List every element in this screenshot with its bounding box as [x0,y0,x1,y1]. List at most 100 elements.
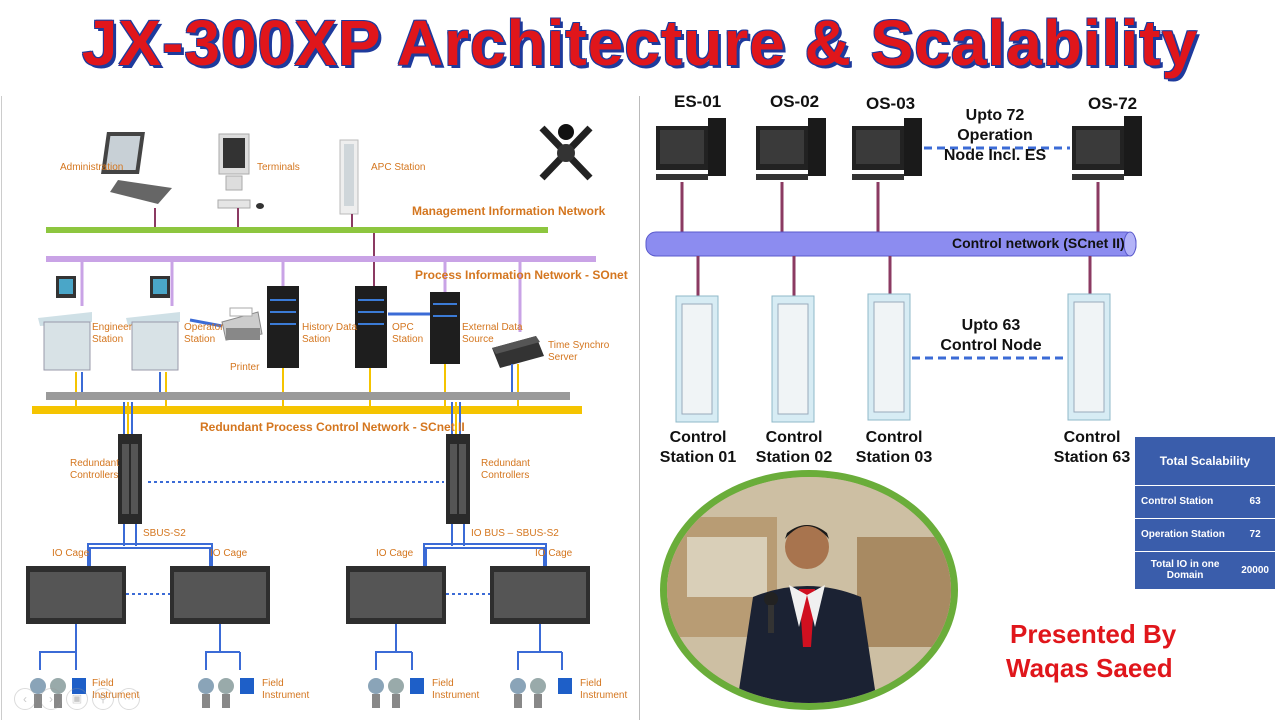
opc-station-label: OPC Station [392,322,423,346]
management-network-line [46,227,548,233]
opc-server-icon [355,286,387,368]
field-instrument-2-line2: Instrument [262,690,310,701]
presenter-line2: Waqas Saeed [1006,653,1173,683]
process-network-label: Process Information Network - SOnet [415,268,628,282]
apc-station-label: APC Station [371,162,426,173]
printer-label: Printer [230,362,260,373]
scalability-header: Total Scalability [1159,453,1251,468]
terminal-icon [217,133,264,209]
operation-node-pc-2-icon [756,118,826,180]
operation-node-pc-3-icon [852,118,922,180]
gray-network-line [46,392,570,400]
opc-station-label-line2: Station [392,334,424,345]
redundant-control-network-label: Redundant Process Control Network - SCne… [200,420,465,434]
field-instrument-label-2: Field Instrument [262,678,309,702]
cs63-line1: Control [1063,429,1121,446]
terminals-label: Terminals [257,162,300,173]
page-title: JX-300XP Architecture & Scalability [81,7,1199,79]
printer-icon [221,307,263,341]
sbus-label: SBUS-S2 [143,528,186,539]
redundant-controller-left-icon [118,434,142,524]
field-instruments-group-2-icon [198,678,254,708]
scalability-row-label: Operation Station [1135,517,1236,551]
field-instrument-3-line1: Field [432,678,454,689]
right-scalability-diagram: ES-01 OS-02 OS-03 OS-72 Upto 72 Operatio… [640,90,1280,720]
right-diagram-graphics [645,116,1142,423]
io-cage-label-3: IO Cage [376,548,414,559]
control-note-line2: Control Node [940,337,1042,354]
cs3-line1: Control [865,429,923,446]
opc-station-label-line1: OPC [392,322,414,333]
redundant-control-network-line [32,406,582,414]
apc-station-icon [339,139,359,215]
fit-icon[interactable]: ▣ [66,688,88,710]
field-instrument-3-line2: Instrument [432,690,480,701]
panel-divider [639,96,640,720]
field-instruments-group-3-icon [368,678,424,708]
operation-note-line2: Node Incl. ES [943,147,1047,164]
scalability-table: Total Scalability Control Station 63 Ope… [1135,437,1275,589]
process-network-line [46,256,596,262]
scalability-row-value: 20000 [1235,550,1275,589]
redundant-controllers-right-line1: Redundant [481,458,530,469]
left-panel-border [1,96,2,720]
time-sync-server-icon [492,336,544,368]
io-cage-label-2: IO Cage [210,548,248,559]
field-instruments-group-4-icon [510,678,572,708]
operation-node-pc-1-icon [656,118,726,180]
control-station-label-3: Control Station 03 [852,428,936,468]
cs1-line1: Control [669,429,727,446]
presenter-photo-art [667,477,951,703]
left-diagram-graphics [26,124,596,708]
node-label-os72: OS-72 [1088,94,1138,113]
cs1-line2: Station 01 [659,449,737,466]
field-instrument-2-line1: Field [262,678,284,689]
node-label-os02: OS-02 [770,92,820,111]
cs3-line2: Station 03 [855,449,933,466]
redundant-controllers-left-label: Redundant Controllers [70,458,119,482]
zoom-icon[interactable]: ⚲ [92,688,114,710]
scalability-row-value: 72 [1235,517,1275,551]
node-label-os03: OS-03 [866,94,916,113]
io-cage-label-1: IO Cage [52,548,90,559]
left-architecture-diagram: Administration Terminals APC Station Man… [0,96,639,720]
io-cage-4-icon [490,566,590,624]
history-data-label-line1: History Data [302,322,358,333]
engineer-station-label-line1: Engineer [92,322,133,333]
satellite-icon [539,124,593,181]
operation-node-pc-4-icon [1072,116,1142,180]
field-instrument-1-line2: Instrument [92,690,140,701]
presenter-photo [660,470,958,710]
io-cage-3-icon [346,566,446,624]
cs2-line2: Station 02 [755,449,833,466]
laptop-icon [101,132,172,204]
io-cage-2-icon [170,566,270,624]
administration-label: Administration [60,162,124,173]
io-bus-label: IO BUS – SBUS-S2 [471,528,559,539]
field-instrument-4-line1: Field [580,678,602,689]
cs2-line1: Control [765,429,823,446]
next-icon[interactable]: › [40,688,62,710]
management-network-label: Management Information Network [412,204,606,218]
engineer-station-icon [38,276,92,371]
control-station-label-2: Control Station 02 [752,428,836,468]
history-data-label: History Data Sation [302,322,357,346]
time-sync-label: Time Synchro Server [548,340,609,364]
node-label-es01: ES-01 [674,92,722,111]
operator-station-icon [126,276,180,371]
control-station-cabinet-3-icon [867,293,911,421]
history-data-label-line2: Sation [302,334,331,345]
redundant-controllers-left-line2: Controllers [70,470,119,481]
history-server-icon [267,286,299,368]
engineer-station-label: Engineer Station [92,322,132,346]
prev-icon[interactable]: ‹ [14,688,36,710]
control-network-label: Control network (SCnet II) [952,235,1125,251]
more-icon[interactable]: ⋯ [118,688,140,710]
redundant-controller-right-icon [446,434,470,524]
redundant-controllers-left-line1: Redundant [70,458,119,469]
io-cage-label-4: IO Cage [535,548,573,559]
field-instrument-label-1: Field Instrument [92,678,139,702]
control-station-label-1: Control Station 01 [656,428,740,468]
control-station-cabinet-63-icon [1067,293,1111,421]
presenter-line1: Presented By [1010,619,1177,649]
